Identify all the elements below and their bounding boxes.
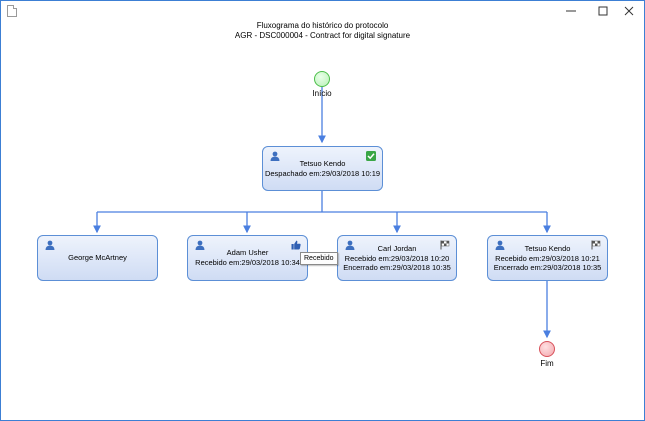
node-received-at: Recebido em:29/03/2018 10:20	[344, 253, 450, 263]
start-label: Início	[312, 89, 332, 98]
close-icon	[624, 6, 634, 16]
checkered-flag-icon	[440, 240, 450, 250]
node-name: Tetsuo Kendo	[299, 159, 346, 168]
maximize-button[interactable]	[589, 1, 617, 21]
document-icon	[7, 5, 17, 17]
title-bar[interactable]	[1, 1, 644, 21]
flow-node-carl-jordan[interactable]: Carl Jordan Recebido em:29/03/2018 10:20…	[337, 235, 457, 281]
node-name: Adam Usher	[226, 248, 269, 257]
user-icon	[345, 240, 355, 250]
thumbs-up-icon	[291, 240, 301, 250]
node-name: Carl Jordan	[377, 244, 417, 253]
flowchart-subtitle: AGR - DSC000004 - Contract for digital s…	[234, 31, 411, 40]
node-name: Tetsuo Kendo	[524, 244, 571, 253]
checkered-flag-icon	[591, 240, 601, 250]
user-icon	[45, 240, 55, 250]
node-closed-at: Encerrado em:29/03/2018 10:35	[343, 263, 451, 272]
node-received-at: Recebido em:29/03/2018 10:21	[495, 253, 600, 263]
node-received-at: Recebido em:29/03/2018 10:34	[195, 257, 300, 267]
close-button[interactable]	[615, 1, 643, 21]
tooltip: Recebido	[300, 252, 338, 265]
flow-node-tetsuo-kendo-final[interactable]: Tetsuo Kendo Recebido em:29/03/2018 10:2…	[487, 235, 608, 281]
minimize-button[interactable]	[557, 1, 585, 21]
node-dispatched-at: Despachado em:29/03/2018 10:19	[264, 168, 381, 178]
end-label: Fim	[540, 359, 554, 368]
node-closed-at: Encerrado em:29/03/2018 10:35	[493, 263, 602, 272]
user-icon	[495, 240, 505, 250]
user-icon	[270, 151, 280, 161]
user-icon	[195, 240, 205, 250]
flowchart-title: Fluxograma do histórico do protocolo	[256, 21, 389, 30]
check-icon	[366, 151, 376, 161]
flow-node-adam-usher[interactable]: Adam Usher Recebido em:29/03/2018 10:34	[187, 235, 308, 281]
node-name: George McArtney	[68, 253, 127, 262]
minimize-icon	[566, 10, 576, 12]
maximize-icon	[598, 6, 608, 16]
start-node[interactable]	[314, 71, 330, 87]
flow-node-george-mcartney[interactable]: George McArtney	[37, 235, 158, 281]
flow-node-tetsuo-kendo-dispatch[interactable]: Tetsuo Kendo Despachado em:29/03/2018 10…	[262, 146, 383, 191]
end-node[interactable]	[539, 341, 555, 357]
